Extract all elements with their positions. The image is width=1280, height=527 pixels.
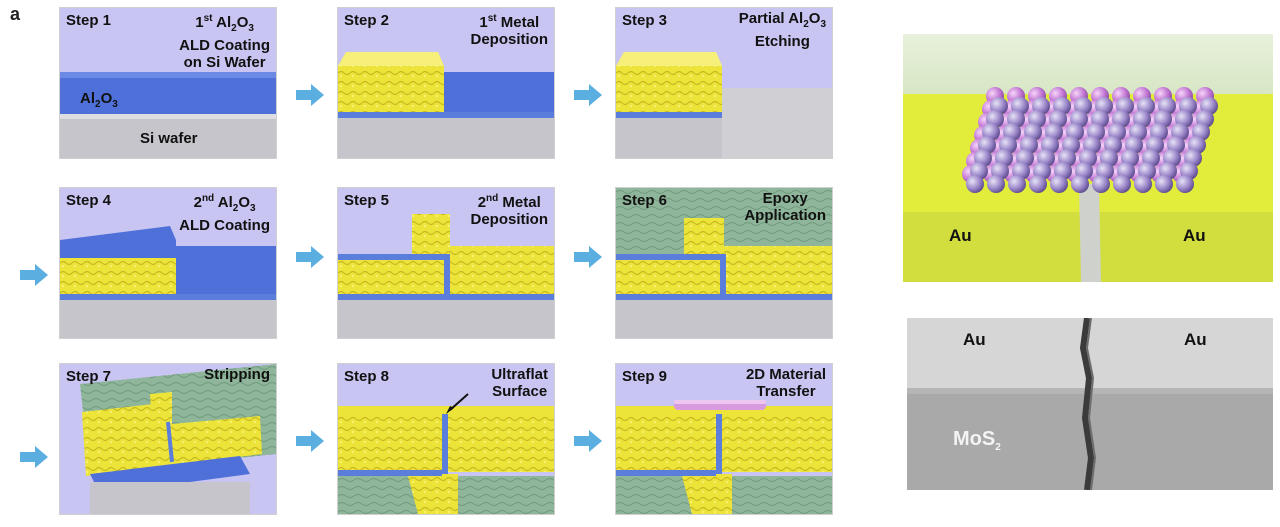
arrow-right-icon	[296, 246, 324, 268]
step-number: Step 5	[344, 192, 390, 209]
sem-image: Au Au MoS2	[907, 318, 1273, 490]
step-number: Step 6	[622, 192, 668, 209]
step-number: Step 7	[66, 368, 112, 385]
lattice-atom	[1134, 175, 1152, 193]
al2o3-label: Al2O3	[80, 90, 118, 110]
step-3-illustration	[616, 8, 832, 158]
arrow-right-icon	[574, 84, 602, 106]
step-4-illustration	[60, 188, 276, 338]
step-5-illustration	[338, 188, 554, 338]
step-9-illustration	[616, 364, 832, 514]
arrow-right-icon	[574, 246, 602, 268]
sem-illustration	[907, 318, 1273, 490]
arrow-right-icon	[296, 84, 324, 106]
step-number: Step 9	[622, 368, 668, 385]
lattice-atom	[1029, 175, 1047, 193]
au-label-right: Au	[1184, 330, 1207, 349]
au-label-right: Au	[1183, 226, 1206, 245]
step-number: Step 1	[66, 12, 112, 29]
arrow-right-icon	[296, 430, 324, 452]
si-wafer-label: Si wafer	[140, 130, 198, 147]
arrow-right-icon	[20, 264, 48, 286]
step-2-illustration	[338, 8, 554, 158]
step-7-illustration	[60, 364, 276, 514]
step-number: Step 2	[344, 12, 390, 29]
step-6-illustration	[616, 188, 832, 338]
lattice-atom	[966, 175, 984, 193]
mos2-label: MoS2	[953, 428, 1001, 453]
rendering-illustration	[903, 34, 1273, 282]
step-8-illustration	[338, 364, 554, 514]
lattice-atom	[987, 175, 1005, 193]
lattice-atom	[1008, 175, 1026, 193]
lattice-atom	[1113, 175, 1131, 193]
lattice-atom	[1155, 175, 1173, 193]
step-number: Step 8	[344, 368, 390, 385]
step-1-illustration	[60, 8, 276, 158]
step-7-panel: Step 7 Stripping	[60, 364, 276, 514]
arrow-right-icon	[20, 446, 48, 468]
lattice-atom	[1050, 175, 1068, 193]
lattice-atom	[1092, 175, 1110, 193]
lattice-atom	[1071, 175, 1089, 193]
step-number: Step 4	[66, 192, 112, 209]
arrow-right-icon	[574, 430, 602, 452]
step-caption: Stripping	[204, 366, 270, 383]
au-label-left: Au	[963, 330, 986, 349]
panel-label: a	[10, 4, 21, 24]
step-number: Step 3	[622, 12, 668, 29]
au-label-left: Au	[949, 226, 972, 245]
lattice-atom	[1176, 175, 1194, 193]
au-mos2-rendering: Au Au	[903, 34, 1273, 282]
